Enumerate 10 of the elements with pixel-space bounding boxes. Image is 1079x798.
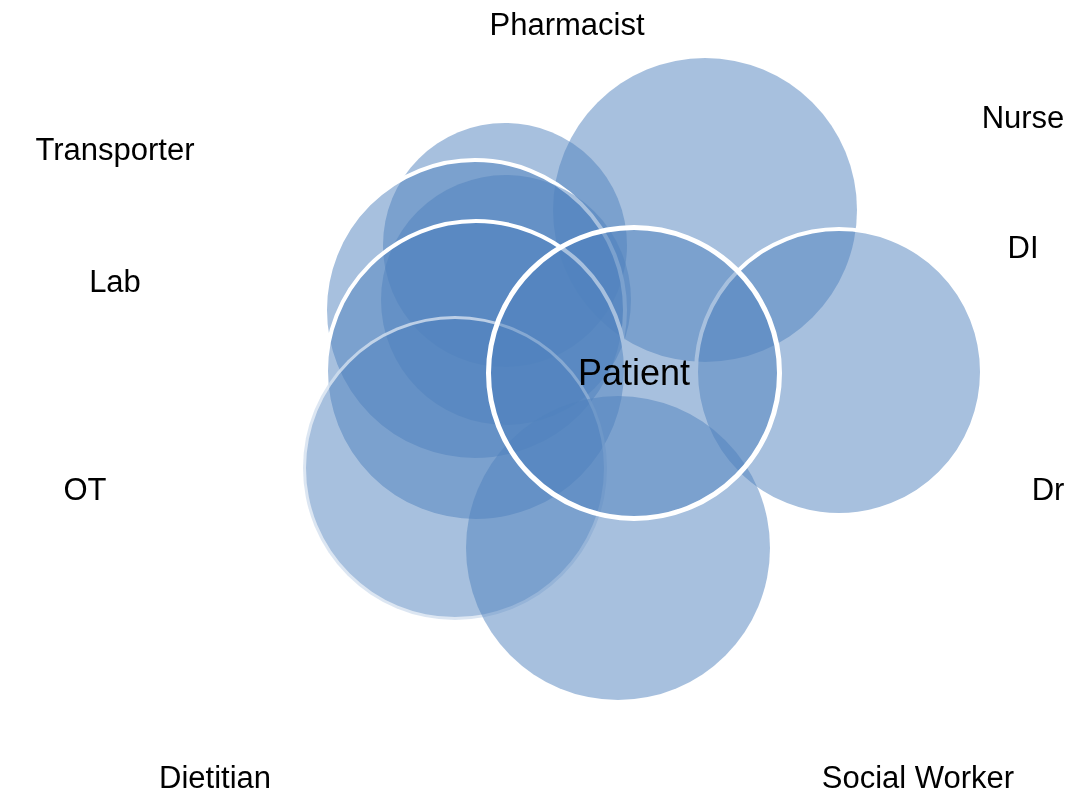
role-label: Pharmacist (489, 7, 645, 43)
role-label: Social Worker (821, 760, 1015, 796)
role-label: Dietitian (159, 760, 271, 796)
role-label: OT (63, 472, 107, 508)
role-label: Dr (1031, 472, 1065, 508)
role-label: Transporter (35, 132, 195, 168)
role-label: DI (1007, 230, 1039, 266)
role-label: Lab (89, 264, 141, 300)
center-label: Patient (577, 352, 691, 394)
role-label: Nurse (981, 100, 1065, 136)
